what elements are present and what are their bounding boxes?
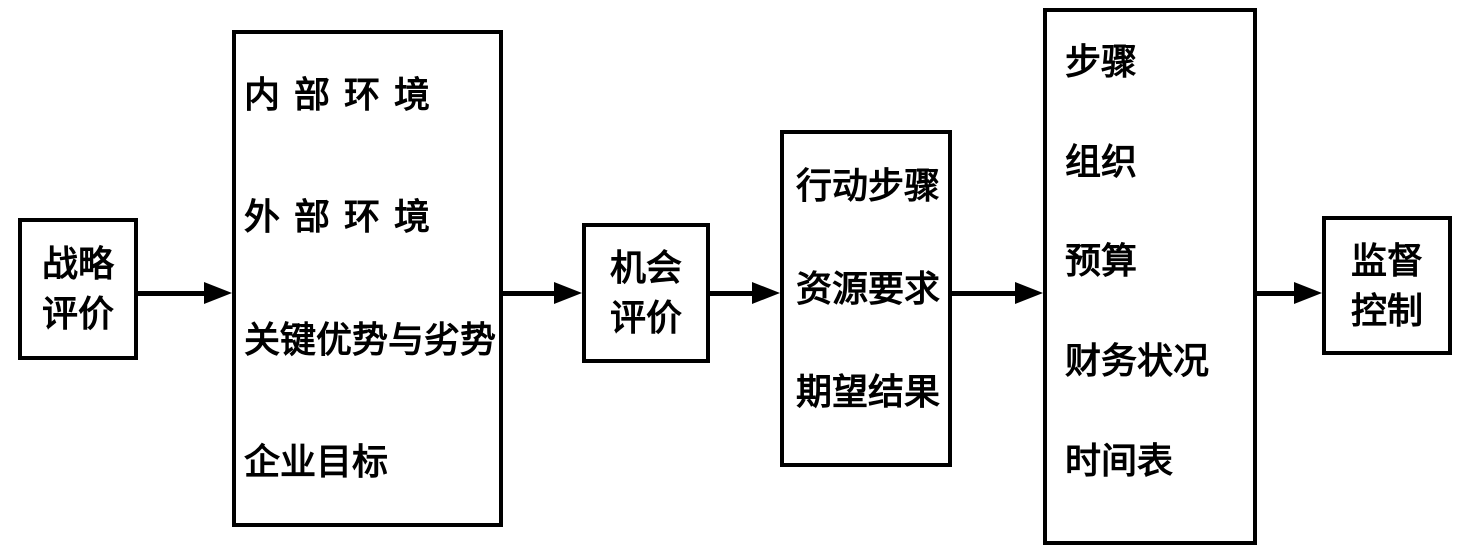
box-supervision-control: 监督 控制 [1322, 216, 1452, 355]
box-line: 资源要求 [796, 268, 941, 309]
box-line: 企业目标 [244, 441, 389, 482]
box-line: 控制 [1350, 290, 1423, 331]
box-line: 组织 [1065, 141, 1138, 182]
arrowhead-icon [1015, 282, 1043, 304]
box-action-plan: 行动步骤 资源要求 期望结果 [780, 130, 952, 467]
box-environment-analysis: 内部环境 外部环境 关键优势与劣势 企业目标 [232, 30, 503, 527]
box-line: 评价 [41, 294, 114, 334]
box-opportunity-evaluation: 机会 评价 [582, 223, 710, 363]
box-strategy-evaluation: 战略 评价 [18, 218, 138, 360]
arrowhead-icon [204, 282, 232, 304]
box-line: 财务状况 [1065, 341, 1210, 382]
arrowhead-icon [554, 282, 582, 304]
arrow-shaft [710, 290, 752, 296]
box-line: 步骤 [1065, 41, 1138, 82]
box-line: 关键优势与劣势 [244, 319, 497, 360]
box-line: 监督 [1350, 240, 1423, 281]
flow-arrow-2 [503, 281, 582, 305]
box-line: 期望结果 [796, 371, 941, 412]
arrowhead-icon [1294, 282, 1322, 304]
arrowhead-icon [752, 282, 780, 304]
flow-arrow-1 [138, 281, 232, 305]
box-line: 时间表 [1065, 441, 1174, 482]
box-line: 机会 [609, 248, 682, 288]
flow-arrow-5 [1257, 281, 1322, 305]
arrow-shaft [503, 290, 554, 296]
box-line: 行动步骤 [796, 165, 941, 206]
flow-arrow-3 [710, 281, 780, 305]
arrow-shaft [138, 290, 204, 296]
box-line: 内部环境 [244, 75, 445, 116]
arrow-shaft [1257, 290, 1294, 296]
box-line: 外部环境 [244, 197, 445, 238]
box-implementation-plan: 步骤 组织 预算 财务状况 时间表 [1043, 8, 1257, 545]
box-line: 评价 [609, 298, 682, 338]
box-line: 预算 [1065, 241, 1138, 282]
flow-arrow-4 [952, 281, 1043, 305]
arrow-shaft [952, 290, 1015, 296]
box-line: 战略 [41, 244, 114, 284]
